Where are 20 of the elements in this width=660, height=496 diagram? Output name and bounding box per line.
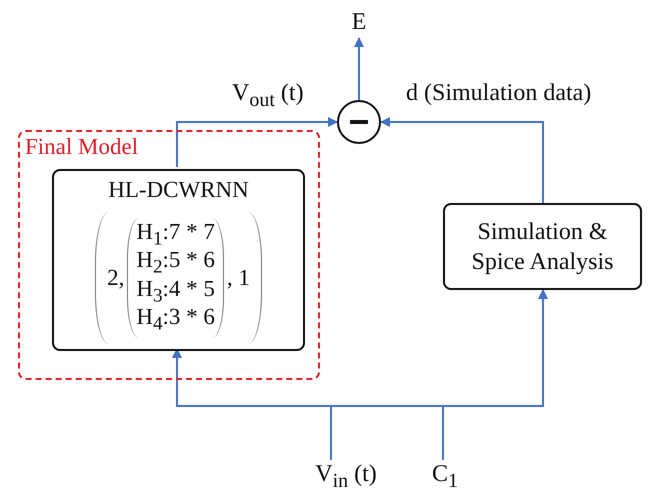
matrix-entry: , 1 <box>226 264 251 291</box>
edge-label: d (Simulation data) <box>406 80 592 106</box>
arrow <box>380 117 544 203</box>
layer-size: H$_{1}$:7 * 7 <box>136 220 215 250</box>
signal-label: V$_{in}$ (t) <box>315 460 377 492</box>
arrow <box>176 117 338 167</box>
signal-label: E <box>352 8 366 36</box>
group-title: Final Model <box>25 134 138 160</box>
model-box <box>52 169 305 351</box>
layer-size: H$_{2}$:5 * 6 <box>136 249 215 278</box>
layer-size: H$_{4}$:3 * 6 <box>136 306 215 335</box>
dashed-group-box <box>18 130 320 380</box>
process-box <box>443 203 642 290</box>
signal-label: C$_{1}$ <box>432 460 458 492</box>
matrix-entry: 2, <box>106 264 126 291</box>
process-label: Simulation & Spice Analysis <box>470 218 614 276</box>
arrow <box>354 37 364 100</box>
layer-size: H$_{3}$:4 * 5 <box>136 278 215 306</box>
subtractor-circle <box>337 100 381 144</box>
model-title: HL-DCWRNN <box>108 176 249 204</box>
